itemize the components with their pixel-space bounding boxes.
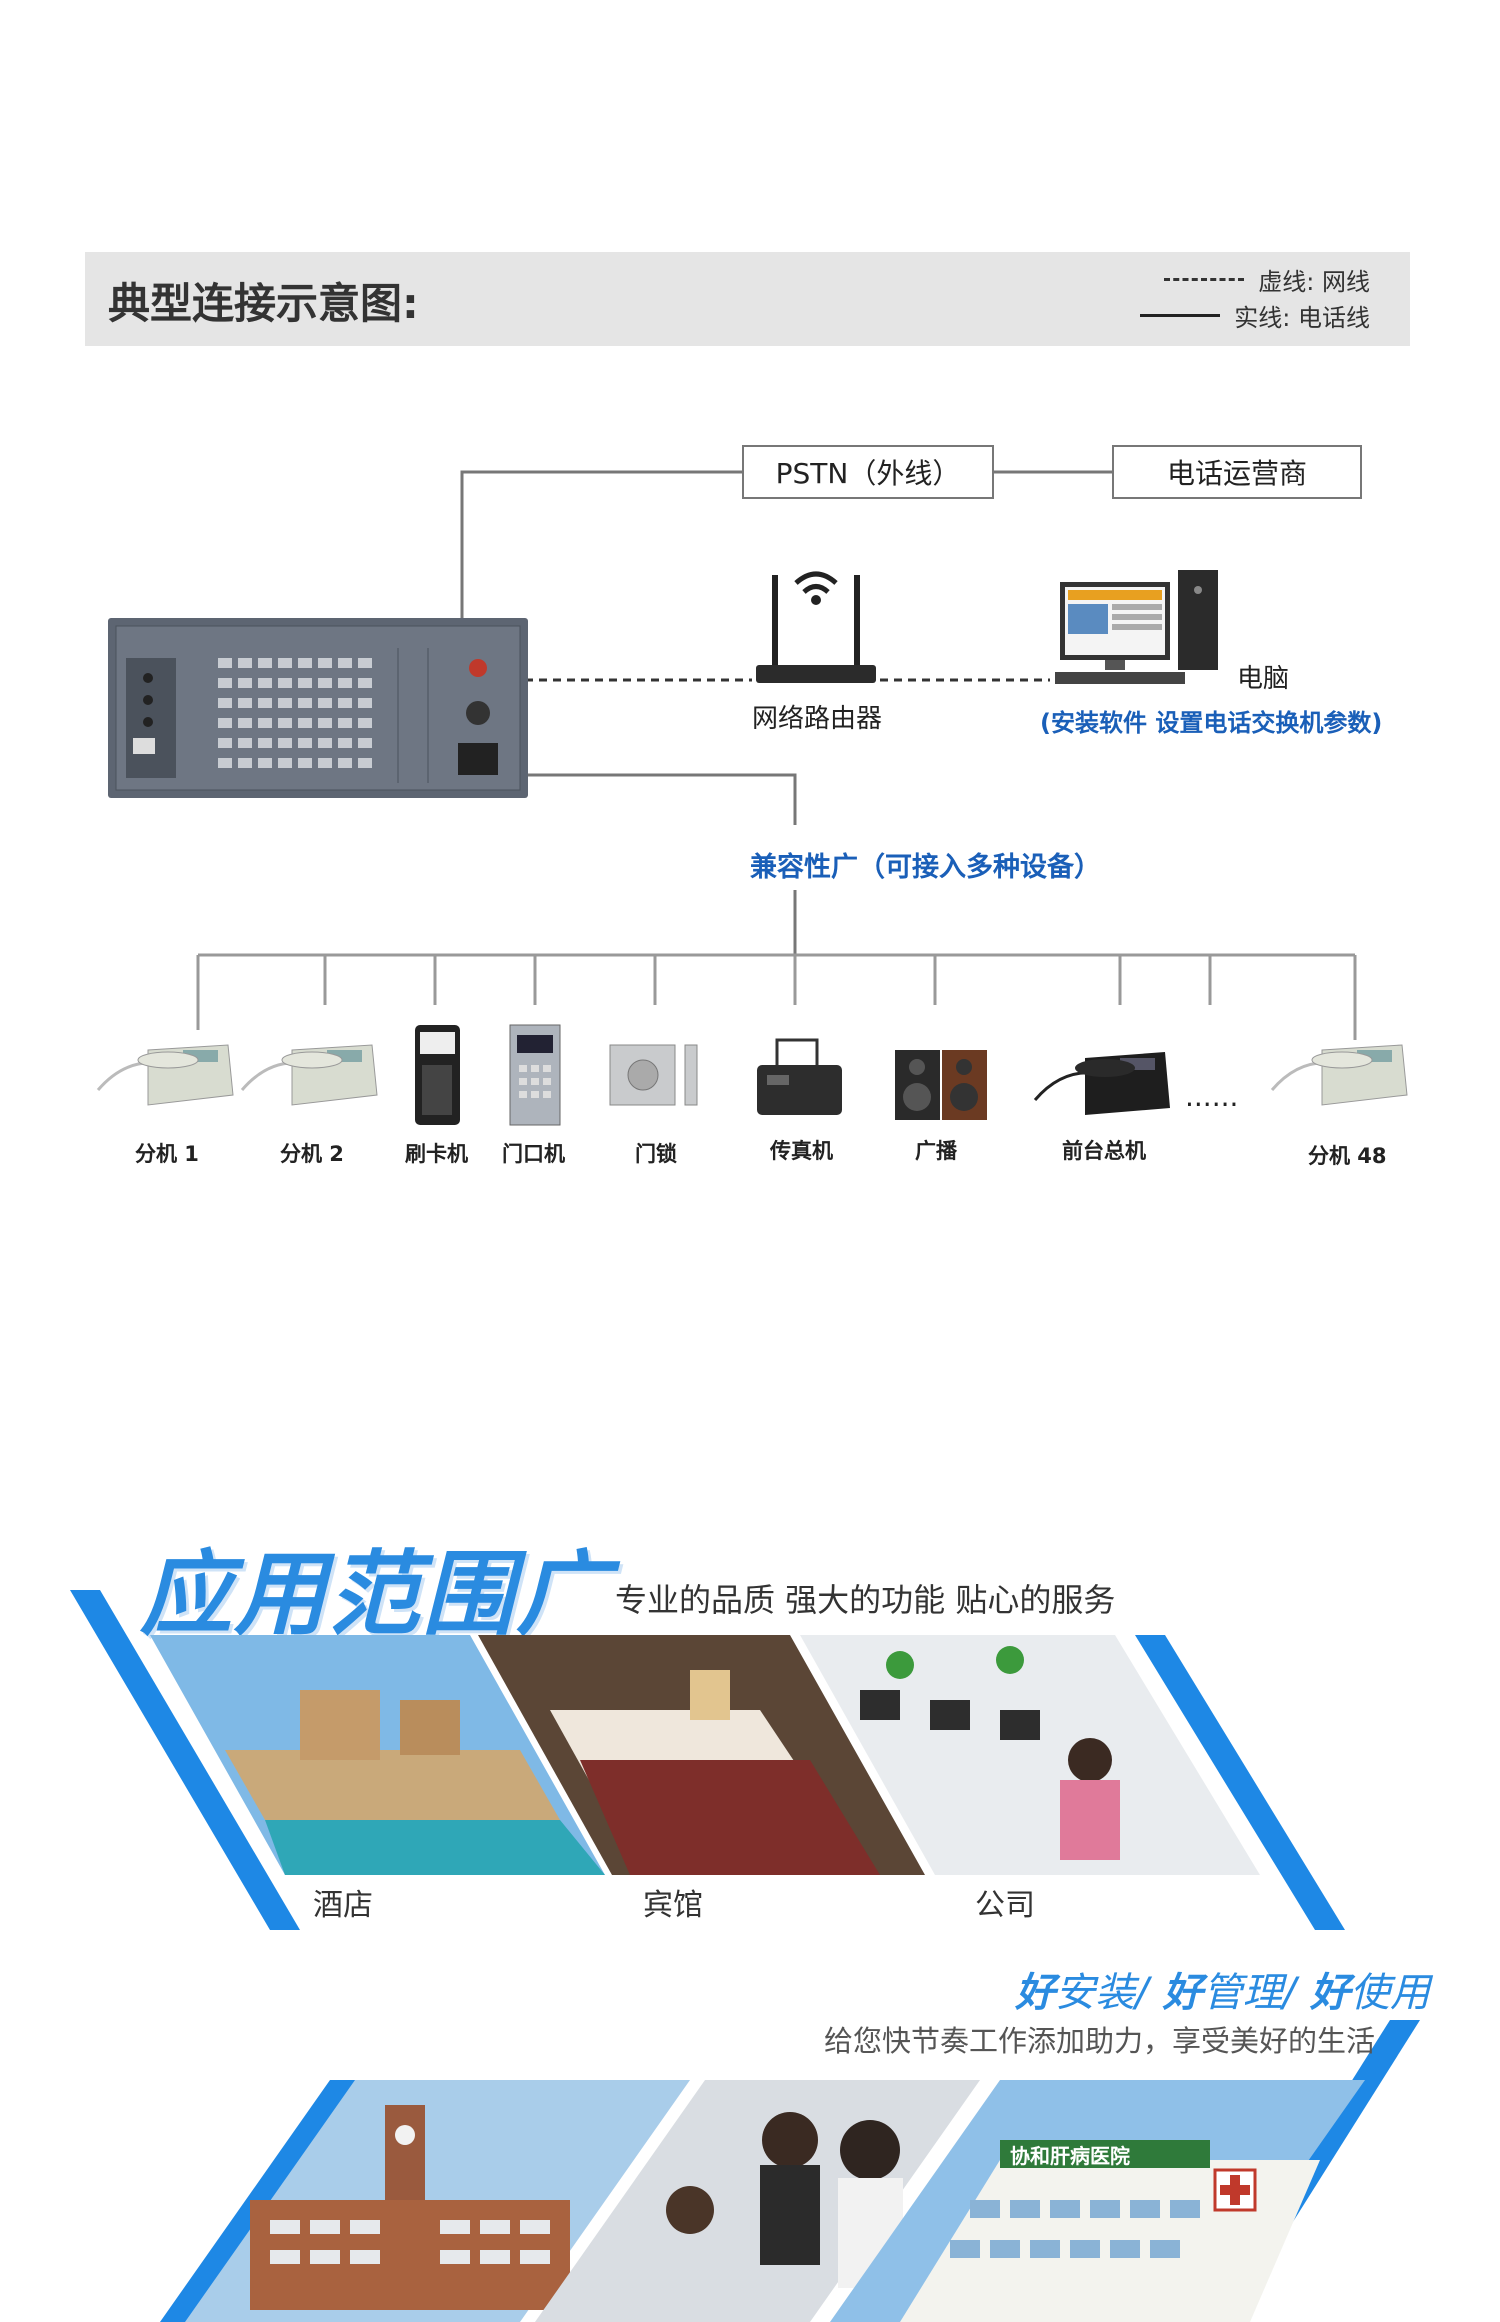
category-label-guesthouse: 宾馆 <box>643 1888 703 1923</box>
pbx-switch-icon <box>108 618 528 798</box>
device-label-6: 传真机 <box>770 1139 833 1163</box>
device-ellipsis: ...... <box>1185 1080 1239 1113</box>
good-slogan: 好安装/ 好管理/ 好使用 <box>1015 1960 1430 2018</box>
category-label-company: 公司 <box>975 1888 1035 1923</box>
desk-phone-icon <box>1033 1052 1170 1115</box>
compat-label: 兼容性广（可接入多种设备） <box>750 852 1101 883</box>
connection-lines <box>196 470 1357 1040</box>
door-lock-icon <box>609 1044 698 1106</box>
application-tagline: 专业的品质 强大的功能 贴心的服务 <box>615 1581 1116 1619</box>
device-label-9: 分机 48 <box>1308 1144 1387 1168</box>
good-3-text: 使用 <box>1350 1970 1430 2016</box>
diagram-header-bar <box>85 252 1410 346</box>
compat-line <box>525 773 797 825</box>
computer-label: 电脑 <box>1237 664 1290 694</box>
computer-note: (安装软件 设置电话交换机参数) <box>1040 709 1383 737</box>
application-frame <box>70 1590 1420 2322</box>
pstn-line <box>460 470 742 620</box>
pstn-box: PSTN（外线） <box>742 445 994 499</box>
category-label-hotel: 酒店 <box>313 1888 373 1923</box>
router-icon <box>756 571 876 683</box>
device-label-4: 门口机 <box>502 1142 565 1166</box>
computer-icon <box>1055 570 1218 684</box>
campus-photo <box>185 2080 690 2322</box>
good-1-text: 安装/ <box>1055 1970 1149 2016</box>
device-label-2: 分机 2 <box>280 1142 344 1166</box>
diagram-title: 典型连接示意图: <box>108 279 419 328</box>
device-label-1: 分机 1 <box>135 1142 199 1166</box>
legend-dashed: 虚线: 网线 <box>1164 262 1370 297</box>
door-intercom-icon <box>509 1024 561 1126</box>
phone-icon <box>240 1044 378 1106</box>
good-2: 好 <box>1162 1970 1203 2016</box>
application-title: 应用范围广 <box>140 1541 611 1648</box>
legend-solid: 实线: 电话线 <box>1140 298 1370 333</box>
router-label: 网络路由器 <box>752 704 883 734</box>
sub-tagline: 给您快节奏工作添加助力，享受美好的生活 <box>823 2024 1375 2058</box>
dashed-line-sample <box>1164 278 1245 281</box>
legend-dashed-label: 虚线: 网线 <box>1258 268 1370 296</box>
card-reader-icon <box>415 1025 460 1125</box>
office-photo <box>800 1635 1260 1875</box>
speaker-icon <box>895 1050 987 1120</box>
device-label-3: 刷卡机 <box>405 1142 468 1166</box>
phone-icon <box>96 1044 234 1106</box>
good-1: 好 <box>1015 1970 1056 2016</box>
good-3: 好 <box>1310 1970 1350 2016</box>
device-label-5: 门锁 <box>635 1142 677 1166</box>
hotel-photo <box>150 1635 605 1875</box>
phone-icon <box>1270 1044 1408 1106</box>
hotel-room-photo <box>478 1635 925 1875</box>
device-label-8: 前台总机 <box>1062 1139 1146 1163</box>
hospital-photo <box>830 2080 1365 2322</box>
operator-box: 电话运营商 <box>1112 445 1362 499</box>
legend-solid-label: 实线: 电话线 <box>1234 304 1370 332</box>
fax-icon <box>757 1038 842 1115</box>
good-2-text: 管理/ <box>1202 1970 1297 2016</box>
hospital-sign: 协和肝病医院 <box>1010 2144 1130 2168</box>
device-label-7: 广播 <box>915 1139 957 1163</box>
solid-line-sample <box>1140 314 1221 317</box>
